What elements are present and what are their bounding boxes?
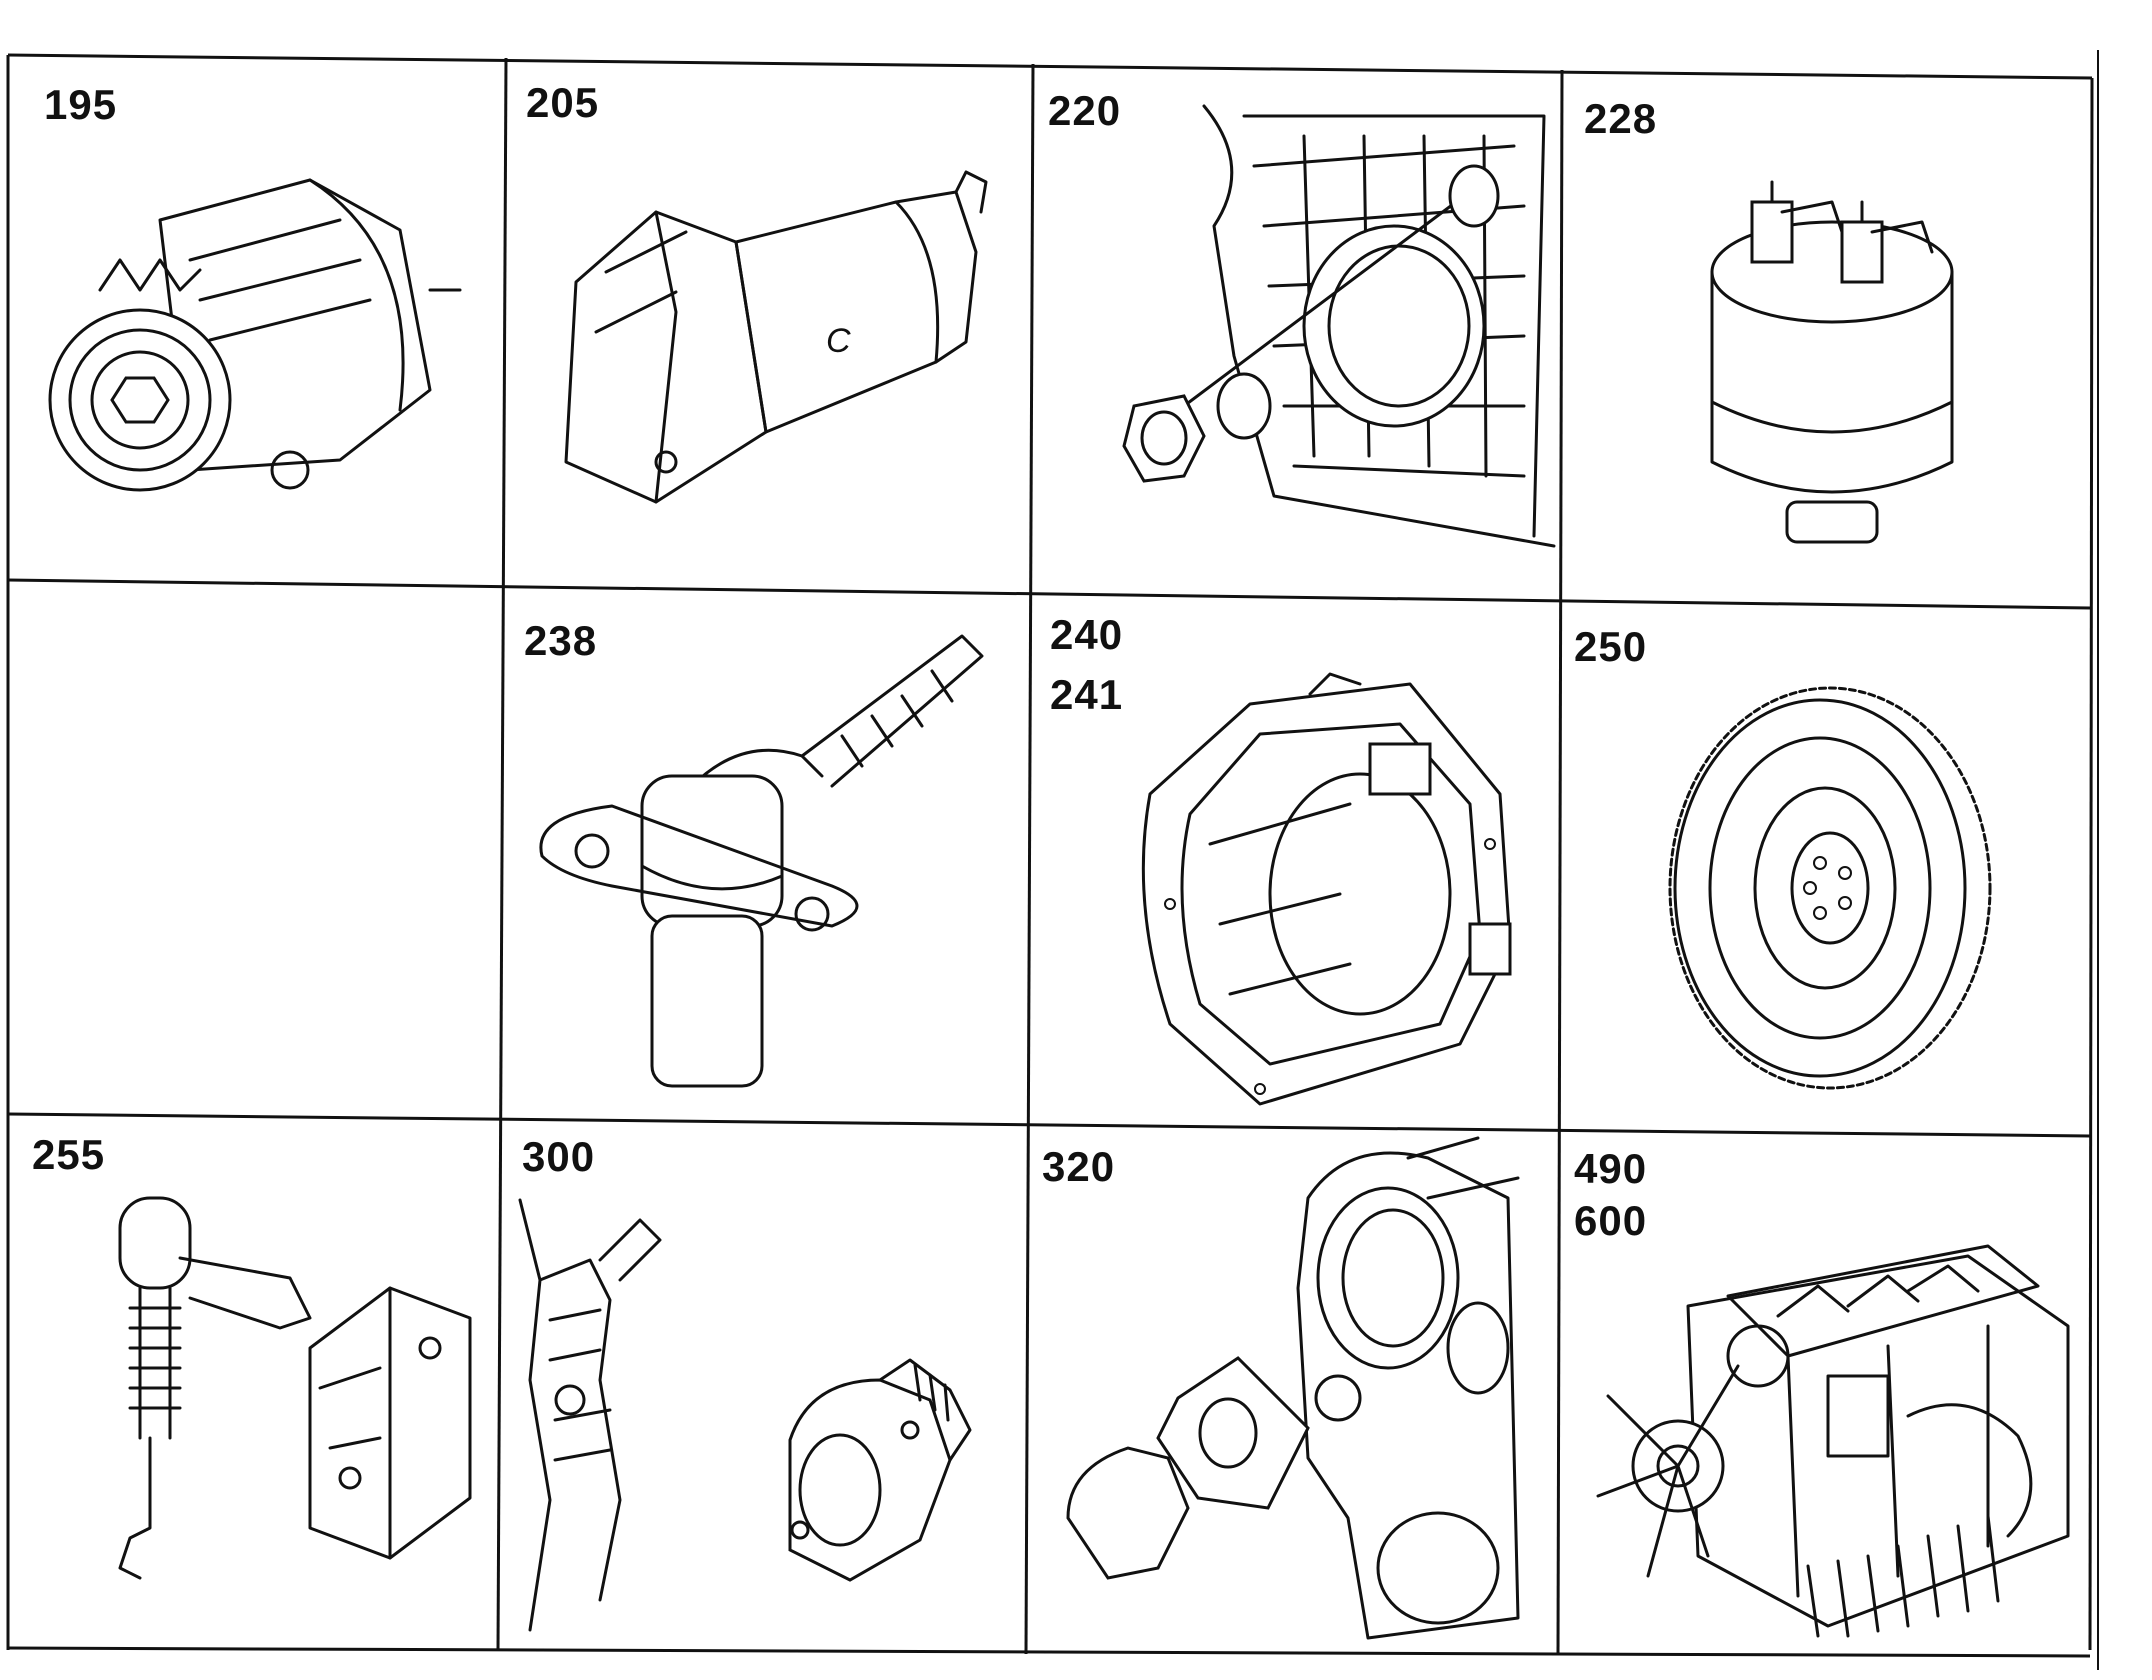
part-cell-195: 195 bbox=[10, 60, 504, 580]
power-take-off-icon bbox=[510, 1198, 1010, 1640]
part-cell-240-241: 240 241 bbox=[1030, 604, 1560, 1134]
gear-housing-cover-icon bbox=[1048, 1136, 1548, 1640]
part-number-label: 250 bbox=[1574, 623, 1648, 670]
starter-motor-icon: C bbox=[536, 132, 996, 552]
part-number-label: 240 241 bbox=[1050, 611, 1124, 718]
part-number-label: 300 bbox=[522, 1133, 596, 1180]
part-cell-238: 238 bbox=[502, 596, 1030, 1116]
speed-sensor-icon bbox=[539, 616, 1002, 1096]
part-number-label: 320 bbox=[1042, 1143, 1116, 1190]
flywheel-icon bbox=[1660, 678, 2000, 1098]
part-number-label: 195 bbox=[44, 81, 118, 128]
part-cell-205: 205 C bbox=[506, 62, 1032, 582]
injection-pump-control-icon bbox=[50, 1196, 490, 1618]
part-cell-490-600: 490 600 bbox=[1558, 1136, 2090, 1656]
part-number-label: 228 bbox=[1584, 95, 1658, 142]
part-cell-228: 228 bbox=[1562, 72, 2090, 600]
svg-text:C: C bbox=[826, 322, 851, 360]
engine-assembly-icon bbox=[1588, 1216, 2078, 1646]
part-number-label: 205 bbox=[526, 79, 600, 126]
solenoid-switch-icon bbox=[1682, 162, 1982, 562]
flywheel-housing-icon bbox=[1110, 644, 1550, 1124]
part-number-label: 490 600 bbox=[1574, 1145, 1648, 1244]
part-number-label: 220 bbox=[1048, 87, 1122, 134]
timing-cover-seal-icon bbox=[1094, 76, 1556, 576]
part-cell-320: 320 bbox=[1028, 1128, 1558, 1654]
part-number-label: 255 bbox=[32, 1131, 106, 1178]
part-cell-250: 250 bbox=[1560, 608, 2090, 1136]
alternator-icon bbox=[40, 140, 462, 540]
part-number-label: 238 bbox=[524, 617, 598, 664]
part-cell-300: 300 bbox=[500, 1120, 1026, 1650]
part-cell-255: 255 bbox=[10, 1118, 500, 1648]
part-cell-220: 220 bbox=[1034, 66, 1560, 596]
part-cell-empty bbox=[10, 585, 502, 1113]
